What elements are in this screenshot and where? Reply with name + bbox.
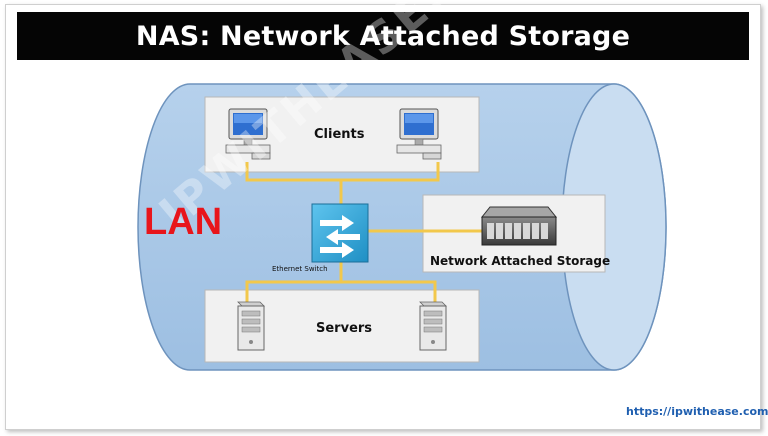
source-url[interactable]: https://ipwithease.com (626, 405, 768, 418)
lan-label: LAN (144, 201, 223, 243)
server-tower-icon (419, 301, 447, 351)
server-tower-icon (237, 301, 265, 351)
client-monitor-icon (225, 108, 271, 160)
client-monitor-icon (396, 108, 442, 160)
network-links (245, 162, 482, 306)
servers-label: Servers (316, 321, 373, 336)
ethernet-switch-label: Ethernet Switch (272, 265, 328, 273)
page-title: NAS: Network Attached Storage (135, 20, 631, 52)
clients-label: Clients (314, 127, 365, 142)
nas-label: Network Attached Storage (430, 254, 611, 268)
nas-device-icon (480, 206, 558, 246)
ethernet-switch-icon (311, 203, 369, 263)
title-bar: NAS: Network Attached Storage (17, 12, 749, 60)
